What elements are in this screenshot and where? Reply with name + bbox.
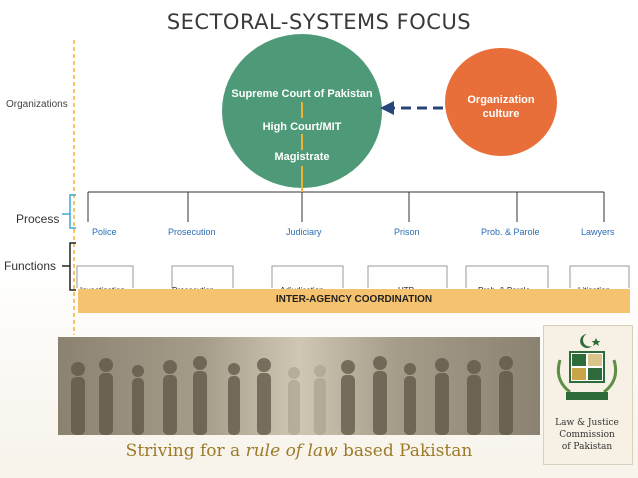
organization-culture-label: Organization culture bbox=[445, 93, 557, 121]
process-lawyers: Lawyers bbox=[581, 227, 615, 237]
process-police: Police bbox=[92, 227, 117, 237]
process-judiciary: Judiciary bbox=[286, 227, 322, 237]
process-prison: Prison bbox=[394, 227, 420, 237]
slogan-part-5: based Pakistan bbox=[337, 441, 473, 461]
organization-culture-circle bbox=[445, 48, 557, 156]
commission-name-line-1: Law & Justice bbox=[555, 418, 619, 428]
page-title: SECTORAL-SYSTEMS FOCUS bbox=[166, 10, 472, 34]
process-prob-parole: Prob. & Parole bbox=[481, 227, 540, 237]
side-label-functions: Functions bbox=[4, 259, 57, 273]
commission-name-line-3: of Pakistan bbox=[561, 442, 613, 452]
culture-line-2: culture bbox=[482, 108, 520, 120]
slogan-part-1: Striving for a bbox=[125, 441, 246, 461]
commission-name-line-2: Commission bbox=[559, 430, 615, 440]
court-label-supreme: Supreme Court of Pakistan bbox=[231, 88, 373, 100]
slogan-part-3: of bbox=[280, 441, 308, 461]
inter-agency-coordination-label: INTER-AGENCY COORDINATION bbox=[275, 294, 433, 305]
slogan-part-4: law bbox=[307, 441, 338, 461]
culture-line-1: Organization bbox=[467, 94, 535, 106]
crowd-image bbox=[58, 337, 540, 435]
side-label-process: Process bbox=[16, 212, 60, 226]
court-label-magistrate: Magistrate bbox=[274, 151, 330, 163]
side-label-organizations: Organizations bbox=[6, 99, 68, 110]
inter-agency-coordination-bar bbox=[78, 289, 630, 313]
commission-emblem-icon bbox=[556, 334, 618, 400]
slogan: Striving for a rule of law based Pakista… bbox=[58, 441, 540, 461]
process-prosecution: Prosecution bbox=[168, 227, 216, 237]
slogan-part-2: rule bbox=[245, 441, 281, 461]
court-label-high: High Court/MIT bbox=[262, 121, 342, 133]
crowd-silhouettes bbox=[71, 356, 513, 435]
